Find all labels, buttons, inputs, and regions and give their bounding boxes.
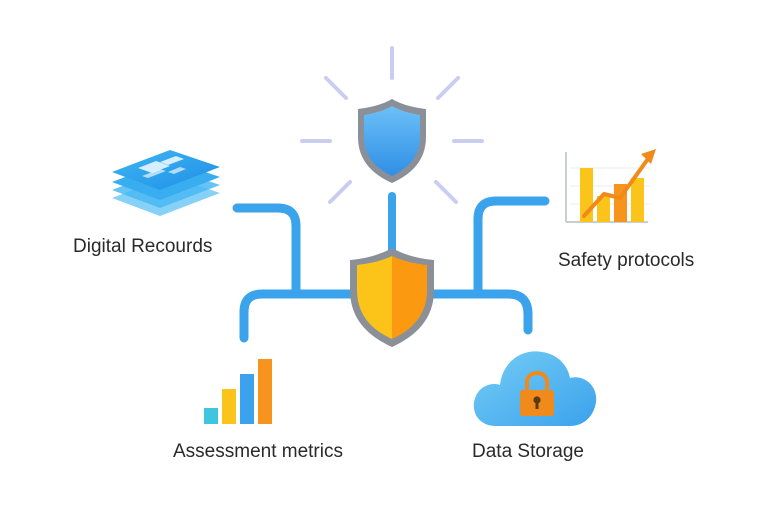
connector-assessment-metrics: [239, 289, 357, 343]
bar-chart-icon: [204, 359, 272, 424]
label-safety-protocols: Safety protocols: [558, 250, 695, 271]
connector-data-storage: [427, 289, 533, 335]
document-stack-icon: [112, 150, 220, 216]
label-digital-records: Digital Recourds: [73, 236, 213, 257]
growth-chart-icon: [565, 149, 656, 223]
label-assessment-metrics: Assessment metrics: [173, 441, 343, 462]
cloud-lock-icon: [473, 351, 597, 426]
lock-icon: [525, 371, 549, 392]
shield-icon: [350, 248, 434, 347]
connector-digital-records: [232, 203, 357, 299]
ray-burst: [300, 46, 484, 204]
label-data-storage: Data Storage: [472, 441, 584, 462]
connector-safety-protocols: [427, 196, 550, 299]
connector-lines: [232, 192, 550, 343]
shield-icon: [358, 99, 426, 183]
